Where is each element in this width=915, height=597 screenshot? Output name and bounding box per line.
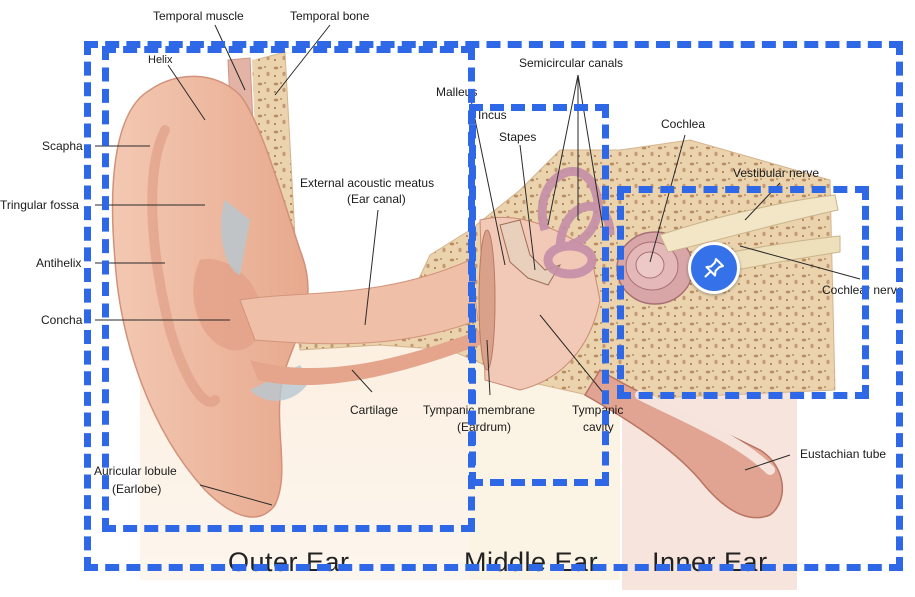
ear-canal-shape — [239, 259, 479, 345]
label-antihelix: Antihelix — [36, 256, 82, 270]
selection-box-outer-ear[interactable] — [102, 46, 475, 532]
label-tympanic-membrane: Tympanic membrane — [423, 403, 536, 417]
label-ear-canal: (Ear canal) — [347, 192, 406, 206]
label-concha: Concha — [41, 313, 83, 327]
label-earlobe: (Earlobe) — [112, 482, 162, 496]
label-tympanic: Tympanic — [572, 403, 624, 417]
label-incus: Incus — [478, 108, 507, 122]
label-eustachian-tube: Eustachian tube — [800, 447, 887, 461]
selection-box-inner-ear[interactable] — [617, 186, 869, 399]
selection-box-full-ear[interactable] — [84, 41, 903, 571]
label-temporal-bone: Temporal bone — [290, 9, 370, 23]
section-title-middle-ear: Middle Ear — [464, 547, 599, 577]
label-external-acoustic-meatus: External acoustic meatus — [300, 176, 435, 190]
label-cochlea: Cochlea — [661, 117, 706, 131]
section-title-outer-ear: Outer Ear — [228, 547, 350, 577]
pin-button[interactable] — [688, 242, 740, 294]
label-semicircular-canals: Semicircular canals — [519, 56, 624, 70]
pushpin-icon — [704, 258, 724, 278]
label-helix: Helix — [148, 54, 173, 66]
antihelix-ridge — [147, 125, 220, 407]
canal-wall — [250, 330, 480, 386]
cartilage-blue — [220, 200, 250, 275]
tympanic-membrane-shape — [478, 229, 496, 371]
label-triangular-fossa: Tringular fossa — [0, 198, 79, 212]
label-cartilage: Cartilage — [350, 403, 399, 417]
label-scapha: Scapha — [42, 139, 83, 153]
label-vestibular-nerve: Vestibular nerve — [733, 166, 820, 180]
semicircular-canals-shape — [537, 167, 615, 279]
label-auricular-lobule: Auricular lobule — [94, 464, 177, 478]
concha-hollow — [193, 259, 262, 351]
section-title-inner-ear: Inner Ear — [652, 547, 768, 577]
label-malleus: Malleus — [436, 85, 478, 99]
vestibular-nerve-shape — [659, 194, 839, 253]
label-stapes: Stapes — [499, 130, 537, 144]
ossicles — [499, 219, 562, 286]
label-temporal-muscle: Temporal muscle — [153, 9, 244, 23]
selection-box-middle-ear[interactable] — [469, 104, 609, 486]
